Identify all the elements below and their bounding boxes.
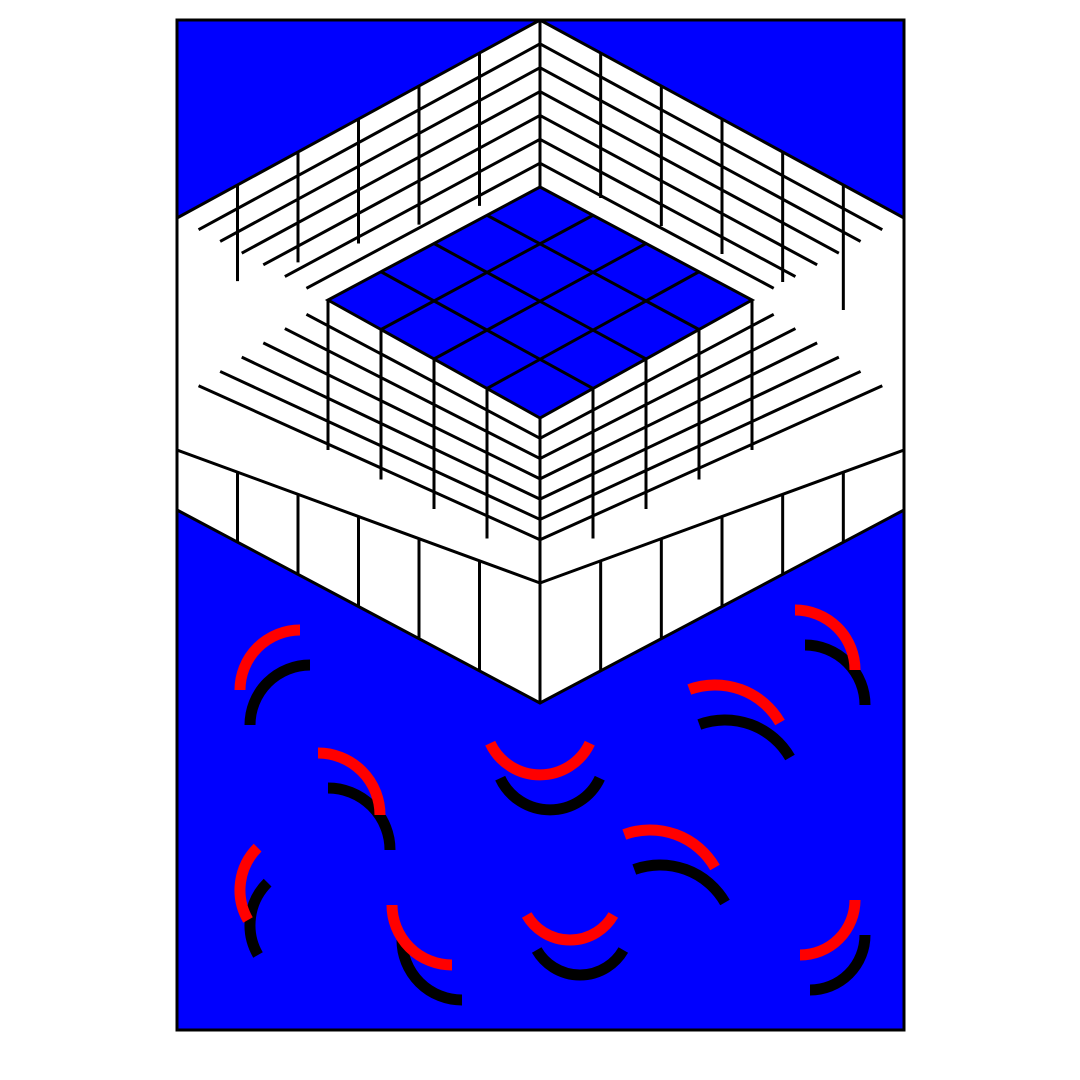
poster-frame	[175, 18, 906, 1032]
grid-line	[539, 114, 818, 267]
arc-pair	[485, 740, 605, 816]
grid-line	[539, 90, 840, 255]
grid-line	[380, 270, 594, 390]
grid-line	[284, 137, 541, 278]
arc-red	[687, 679, 785, 726]
grid-line	[241, 355, 541, 501]
grid-line	[305, 312, 541, 440]
arc-pair	[234, 843, 272, 958]
arc-pair	[521, 912, 629, 981]
isometric-box	[177, 20, 904, 705]
arc-red	[521, 912, 619, 946]
grid-line	[539, 137, 797, 278]
grid-line	[486, 270, 700, 390]
grid-line	[539, 341, 818, 481]
grid-line	[539, 384, 883, 542]
arc-pair	[799, 899, 871, 996]
grid-line	[539, 161, 775, 290]
arc-pattern	[234, 604, 871, 1006]
arc-red	[794, 604, 861, 671]
arc-red	[622, 824, 720, 871]
grid-line	[305, 161, 541, 290]
arc-pair	[622, 824, 730, 906]
arc-red	[386, 904, 453, 971]
arc-red	[799, 899, 861, 961]
grid-line	[197, 42, 541, 232]
arc-shadow	[244, 659, 311, 726]
arc-shadow	[327, 782, 396, 851]
arc-pair	[687, 679, 795, 761]
arc-shadow	[809, 934, 871, 996]
arc-shadow	[396, 939, 463, 1006]
grid-line	[219, 66, 541, 243]
grid-line	[539, 66, 862, 243]
arc-pair	[386, 904, 463, 1006]
arc-red	[485, 740, 595, 781]
arc-red	[234, 843, 262, 923]
arc-shadow	[632, 859, 730, 906]
arc-shadow	[697, 714, 795, 761]
grid-line	[433, 242, 647, 361]
grid-line	[539, 42, 884, 232]
grid-line	[262, 114, 541, 267]
box-grid-lines	[177, 20, 904, 703]
grid-line	[197, 384, 541, 542]
arc-red	[234, 624, 301, 691]
grid-line	[539, 312, 775, 440]
grid-line	[262, 341, 541, 481]
arc-pair	[317, 747, 396, 851]
grid-line	[539, 355, 840, 501]
arc-pair	[794, 604, 871, 706]
arc-red	[317, 747, 386, 816]
arc-shadow	[804, 639, 871, 706]
arc-pair	[234, 624, 311, 726]
arc-shadow	[495, 775, 605, 816]
grid-line	[240, 90, 541, 255]
arc-shadow	[531, 947, 629, 981]
